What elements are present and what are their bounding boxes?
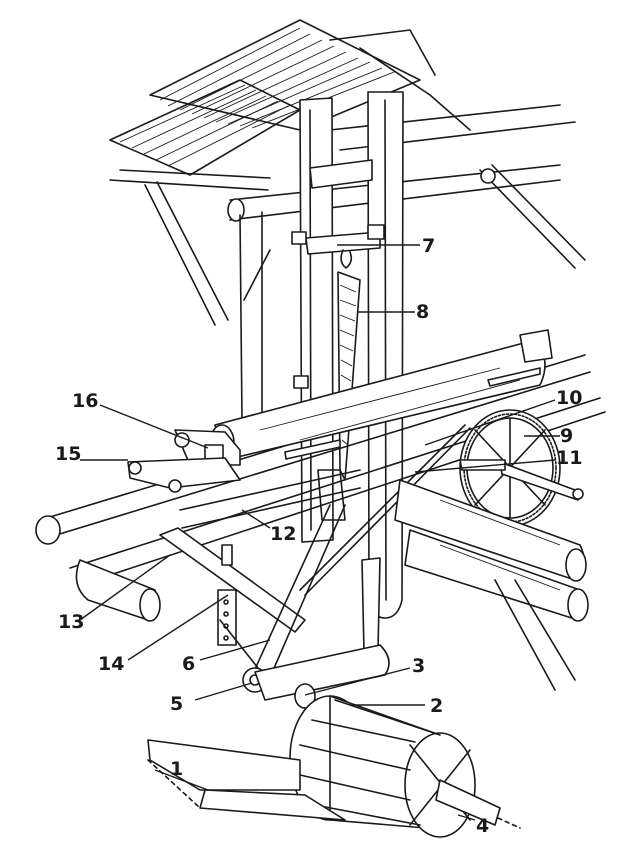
chute-lower (199, 789, 346, 821)
label-1: 1 (170, 758, 183, 780)
frame-top-crossbar (309, 159, 373, 189)
brace-left (144, 184, 216, 326)
leader-1 (154, 769, 209, 791)
label-4: 4 (476, 815, 489, 837)
leader-5 (194, 682, 253, 701)
lever-beam (159, 527, 306, 633)
lever-assembly (159, 527, 306, 646)
leader-12 (241, 509, 271, 529)
leader-10 (424, 399, 556, 446)
saw-hook (340, 249, 353, 269)
connecting-rod (249, 504, 331, 681)
lower-post (361, 557, 381, 653)
label-2: 2 (430, 695, 443, 717)
carriage-platform (127, 457, 241, 489)
label-12: 12 (270, 523, 296, 545)
foundation-logs (394, 479, 589, 691)
water-chute (147, 739, 346, 821)
roof-planks (109, 19, 471, 191)
leader-13 (79, 554, 171, 621)
number-labels: 1 2 3 4 5 6 7 8 9 10 11 12 13 14 15 16 (55, 235, 582, 837)
leader-3 (304, 667, 411, 696)
label-11: 11 (556, 447, 582, 469)
leader-4 (457, 814, 476, 821)
water-wheel (289, 695, 521, 838)
bearing (294, 683, 316, 709)
leader-16 (99, 404, 209, 449)
wheel-axle (435, 779, 501, 826)
carriage (35, 329, 606, 581)
saw-sash-top (305, 231, 381, 255)
label-15: 15 (55, 443, 81, 465)
label-13: 13 (58, 611, 84, 633)
label-16: 16 (72, 390, 98, 412)
leader-11 (414, 459, 556, 473)
label-3: 3 (412, 655, 425, 677)
leader-lines (79, 244, 560, 821)
label-9: 9 (560, 425, 573, 447)
label-6: 6 (182, 653, 195, 675)
label-5: 5 (170, 693, 183, 715)
saw-frame (291, 91, 404, 653)
label-7: 7 (422, 235, 435, 257)
post-left (239, 214, 243, 421)
main-shaft (254, 644, 390, 701)
left-logs (75, 469, 361, 622)
feed-wheel (299, 409, 584, 596)
chute-upper (147, 739, 301, 791)
label-10: 10 (556, 387, 582, 409)
roof (109, 19, 586, 421)
label-8: 8 (416, 301, 429, 323)
label-14: 14 (98, 653, 124, 675)
ratchet-rod (299, 424, 466, 591)
leader-14 (127, 594, 229, 661)
crank-assembly (219, 504, 390, 709)
lever-post (217, 589, 237, 646)
brace-right (479, 169, 576, 269)
frame-post-left (299, 97, 334, 543)
leader-6 (199, 639, 271, 661)
